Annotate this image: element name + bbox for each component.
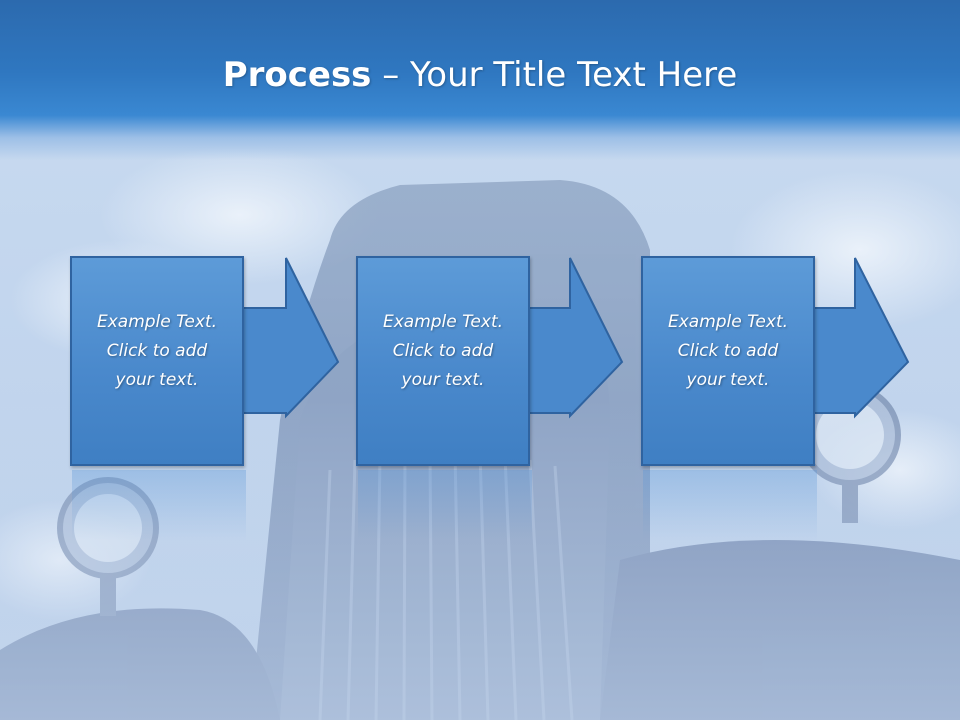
step-3-line-1: Example Text. [667, 312, 789, 332]
step-2-box[interactable] [356, 256, 530, 466]
title-bold-part: Process [222, 55, 372, 95]
step-3-text[interactable]: Example Text. Click to add your text. [647, 308, 809, 395]
step-2-line-2: Click to add [392, 341, 494, 361]
step-3-line-2: Click to add [677, 341, 779, 361]
process-step-3[interactable]: Example Text. Click to add your text. [641, 256, 921, 470]
step-3-box[interactable] [641, 256, 815, 466]
step-1-reflection [72, 470, 246, 540]
step-2-reflection [358, 470, 532, 540]
step-1-line-2: Click to add [106, 341, 208, 361]
process-step-1[interactable]: Example Text. Click to add your text. [70, 256, 350, 470]
step-3-reflection [643, 470, 817, 540]
process-step-2[interactable]: Example Text. Click to add your text. [356, 256, 636, 470]
title-rest-part: – Your Title Text Here [371, 55, 738, 95]
arrow-right-icon [239, 257, 340, 419]
slide-title[interactable]: Process – Your Title Text Here [0, 52, 960, 98]
step-1-text[interactable]: Example Text. Click to add your text. [76, 308, 238, 395]
step-2-line-1: Example Text. [382, 312, 504, 332]
step-1-box[interactable] [70, 256, 244, 466]
step-2-line-3: your text. [401, 370, 485, 390]
arrow-right-icon [525, 257, 624, 419]
step-1-line-3: your text. [115, 370, 199, 390]
step-2-text[interactable]: Example Text. Click to add your text. [362, 308, 524, 395]
step-1-line-1: Example Text. [96, 312, 218, 332]
title-band [0, 0, 960, 160]
step-3-line-3: your text. [686, 370, 770, 390]
arrow-right-icon [810, 257, 910, 419]
